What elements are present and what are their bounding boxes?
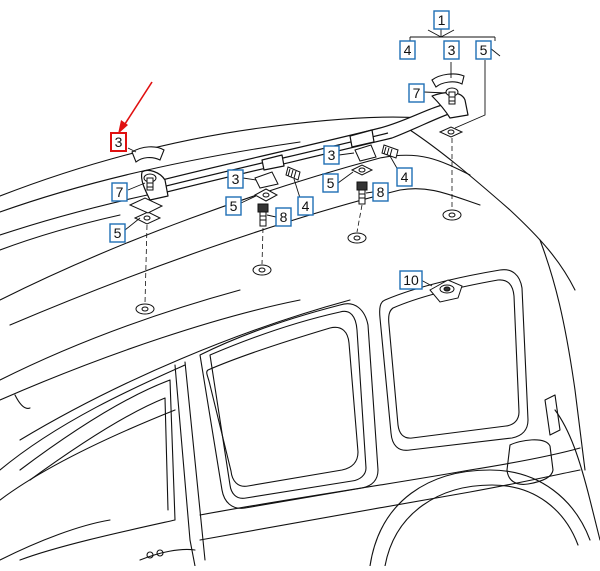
svg-text:5: 5 xyxy=(327,175,335,191)
end-cap-front xyxy=(131,146,165,163)
svg-text:3: 3 xyxy=(448,42,456,58)
callout-5-mid: 5 xyxy=(225,196,242,216)
callout-10: 10 xyxy=(399,270,423,290)
callout-7-right: 7 xyxy=(408,83,425,103)
svg-text:7: 7 xyxy=(116,184,124,200)
vehicle-body xyxy=(0,116,600,567)
callout-3-right: 3 xyxy=(323,145,340,165)
svg-text:5: 5 xyxy=(480,42,488,58)
cover-right xyxy=(354,144,377,162)
callout-labels: 1 4 3 5 7 3 7 5 xyxy=(109,10,492,290)
callout-4-mid: 4 xyxy=(297,196,314,216)
svg-text:8: 8 xyxy=(377,184,385,200)
callout-4-right: 4 xyxy=(396,167,413,187)
svg-text:10: 10 xyxy=(403,272,419,288)
callout-3-highlighted: 3 xyxy=(110,132,127,152)
gasket-rear xyxy=(438,126,464,138)
gasket-mid xyxy=(253,188,279,202)
callout-1: 1 xyxy=(433,10,450,30)
cover-mid xyxy=(254,171,279,189)
alignment-lines xyxy=(144,138,453,304)
callout-8-right: 8 xyxy=(372,182,389,202)
svg-text:1: 1 xyxy=(438,12,446,28)
callout-7-left: 7 xyxy=(111,182,128,202)
svg-text:3: 3 xyxy=(115,134,123,150)
callout-4-top: 4 xyxy=(399,40,416,60)
svg-text:4: 4 xyxy=(302,198,310,214)
callout-5-left: 5 xyxy=(109,223,126,243)
highlight-arrow xyxy=(118,81,153,134)
screw-front xyxy=(143,173,157,191)
svg-text:3: 3 xyxy=(328,147,336,163)
svg-text:7: 7 xyxy=(413,85,421,101)
svg-text:4: 4 xyxy=(401,169,409,185)
bolt-right xyxy=(356,181,368,205)
stud-mid xyxy=(285,166,301,181)
svg-text:3: 3 xyxy=(232,171,240,187)
gasket-right xyxy=(350,164,374,176)
antenna-base xyxy=(429,279,463,303)
screw-rear xyxy=(445,87,459,105)
svg-text:4: 4 xyxy=(404,42,412,58)
svg-text:8: 8 xyxy=(280,209,288,225)
stud-right xyxy=(381,144,399,159)
callout-3-top: 3 xyxy=(443,40,460,60)
svg-text:5: 5 xyxy=(230,198,238,214)
bolt-mid xyxy=(257,203,269,227)
callout-5-right: 5 xyxy=(322,173,339,193)
svg-text:5: 5 xyxy=(114,225,122,241)
mount-holes xyxy=(135,209,462,315)
gasket-front xyxy=(128,197,164,225)
callout-3-mid: 3 xyxy=(227,169,244,189)
end-cap-rear xyxy=(431,73,465,88)
roof-rail xyxy=(140,91,469,201)
callout-5-top: 5 xyxy=(475,40,492,60)
callout-8-mid: 8 xyxy=(275,207,292,227)
